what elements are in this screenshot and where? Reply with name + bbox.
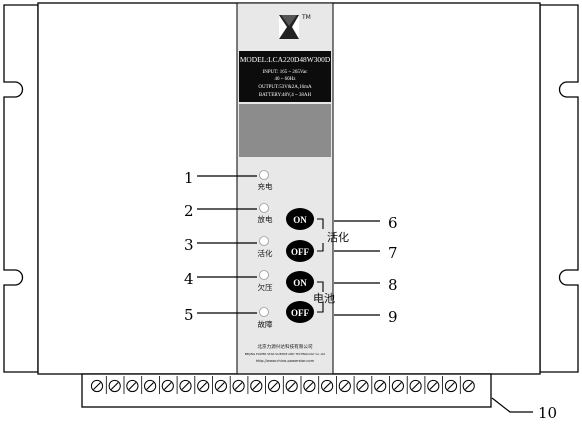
company-name-en: BEIJING POWER STAR SCIENCE AND TECHNOLOG…: [245, 352, 326, 356]
callout-number-9: 9: [388, 308, 398, 326]
terminal-screw: [285, 379, 298, 393]
indicator-5: 故障 5: [184, 306, 273, 329]
terminal-screw: [427, 379, 440, 393]
callout-number: 2: [184, 202, 194, 220]
led-discharge: [259, 203, 269, 213]
terminal-screw: [338, 379, 351, 393]
terminal-screw: [126, 379, 139, 393]
battery-group-bracket: 电池: [313, 281, 335, 313]
svg-text:ON: ON: [293, 278, 307, 288]
battery-text: BATTERY:48V,4 ~ 38AH: [259, 93, 312, 98]
terminal-screw: [391, 379, 404, 393]
company-name-cn: 北京力源兴达科技有限公司: [257, 343, 313, 350]
indicator-3: 活化 3: [184, 236, 273, 258]
terminal-screw: [250, 379, 263, 393]
terminal-screw: [409, 379, 422, 393]
company-website: http://www.china-powerstar.com: [256, 359, 315, 363]
terminal-screw: [232, 379, 245, 393]
input-frequency-text: 40 ~ 60Hz: [274, 77, 296, 82]
activation-on-button[interactable]: ON: [286, 208, 314, 230]
callout-number-8: 8: [388, 276, 398, 294]
terminal-screw: [108, 379, 121, 393]
battery-on-button[interactable]: ON: [286, 271, 314, 293]
activation-group-label: 活化: [327, 230, 349, 244]
output-text: OUTPUT:53V&2A,16mA: [258, 85, 312, 90]
battery-off-button[interactable]: OFF: [286, 301, 314, 323]
callout-number: 3: [184, 236, 194, 254]
left-mounting-bracket: [3, 4, 39, 373]
callout-number-7: 7: [388, 244, 398, 262]
spec-plate: [239, 51, 331, 102]
led-activation: [259, 236, 269, 246]
terminal-screw: [144, 379, 157, 393]
callout-number: 4: [184, 270, 194, 288]
terminal-screw: [197, 379, 210, 393]
terminal-screw: [374, 379, 387, 393]
indicator-4: 欠压 4: [184, 270, 273, 292]
indicator-label: 放电: [258, 214, 273, 224]
terminal-screw: [214, 379, 227, 393]
activation-group-bracket: 活化: [317, 218, 349, 252]
terminal-screw: [356, 379, 369, 393]
terminal-screw: [303, 379, 316, 393]
terminal-screw: [161, 379, 174, 393]
svg-text:OFF: OFF: [291, 247, 309, 257]
terminal-screw: [462, 379, 475, 393]
input-text: INPUT: 165 ~ 265Vac: [263, 70, 309, 75]
led-fault: [259, 307, 269, 317]
terminal-screw: [444, 379, 458, 393]
led-charge: [259, 170, 269, 180]
right-mounting-bracket: [539, 4, 579, 373]
callout-line-10: [491, 397, 533, 413]
callout-number-10: 10: [538, 404, 557, 422]
terminal-screw: [321, 379, 334, 393]
svg-text:ON: ON: [293, 215, 307, 225]
indicator-label: 欠压: [258, 282, 273, 292]
led-undervoltage: [259, 270, 269, 280]
brand-logo: TM: [279, 14, 311, 39]
terminal-screw: [179, 379, 192, 393]
callout-number: 5: [184, 306, 194, 324]
svg-text:TM: TM: [301, 14, 311, 21]
indicator-1: 充电 1: [184, 169, 273, 191]
indicator-2: 放电 2: [184, 202, 273, 224]
terminal-screws: [90, 376, 475, 394]
indicator-label: 活化: [258, 248, 273, 258]
svg-text:OFF: OFF: [291, 308, 309, 318]
callout-number-6: 6: [388, 214, 398, 232]
indicator-label: 充电: [258, 181, 273, 191]
terminal-screw: [267, 379, 281, 393]
display-window: [239, 104, 331, 157]
indicator-label: 故障: [258, 319, 273, 329]
callout-number: 1: [184, 169, 194, 187]
activation-off-button[interactable]: OFF: [286, 240, 314, 262]
terminal-screw: [90, 379, 104, 393]
battery-group-label: 电池: [313, 292, 335, 305]
model-text: MODEL:LCA220D48W300D: [240, 55, 331, 64]
